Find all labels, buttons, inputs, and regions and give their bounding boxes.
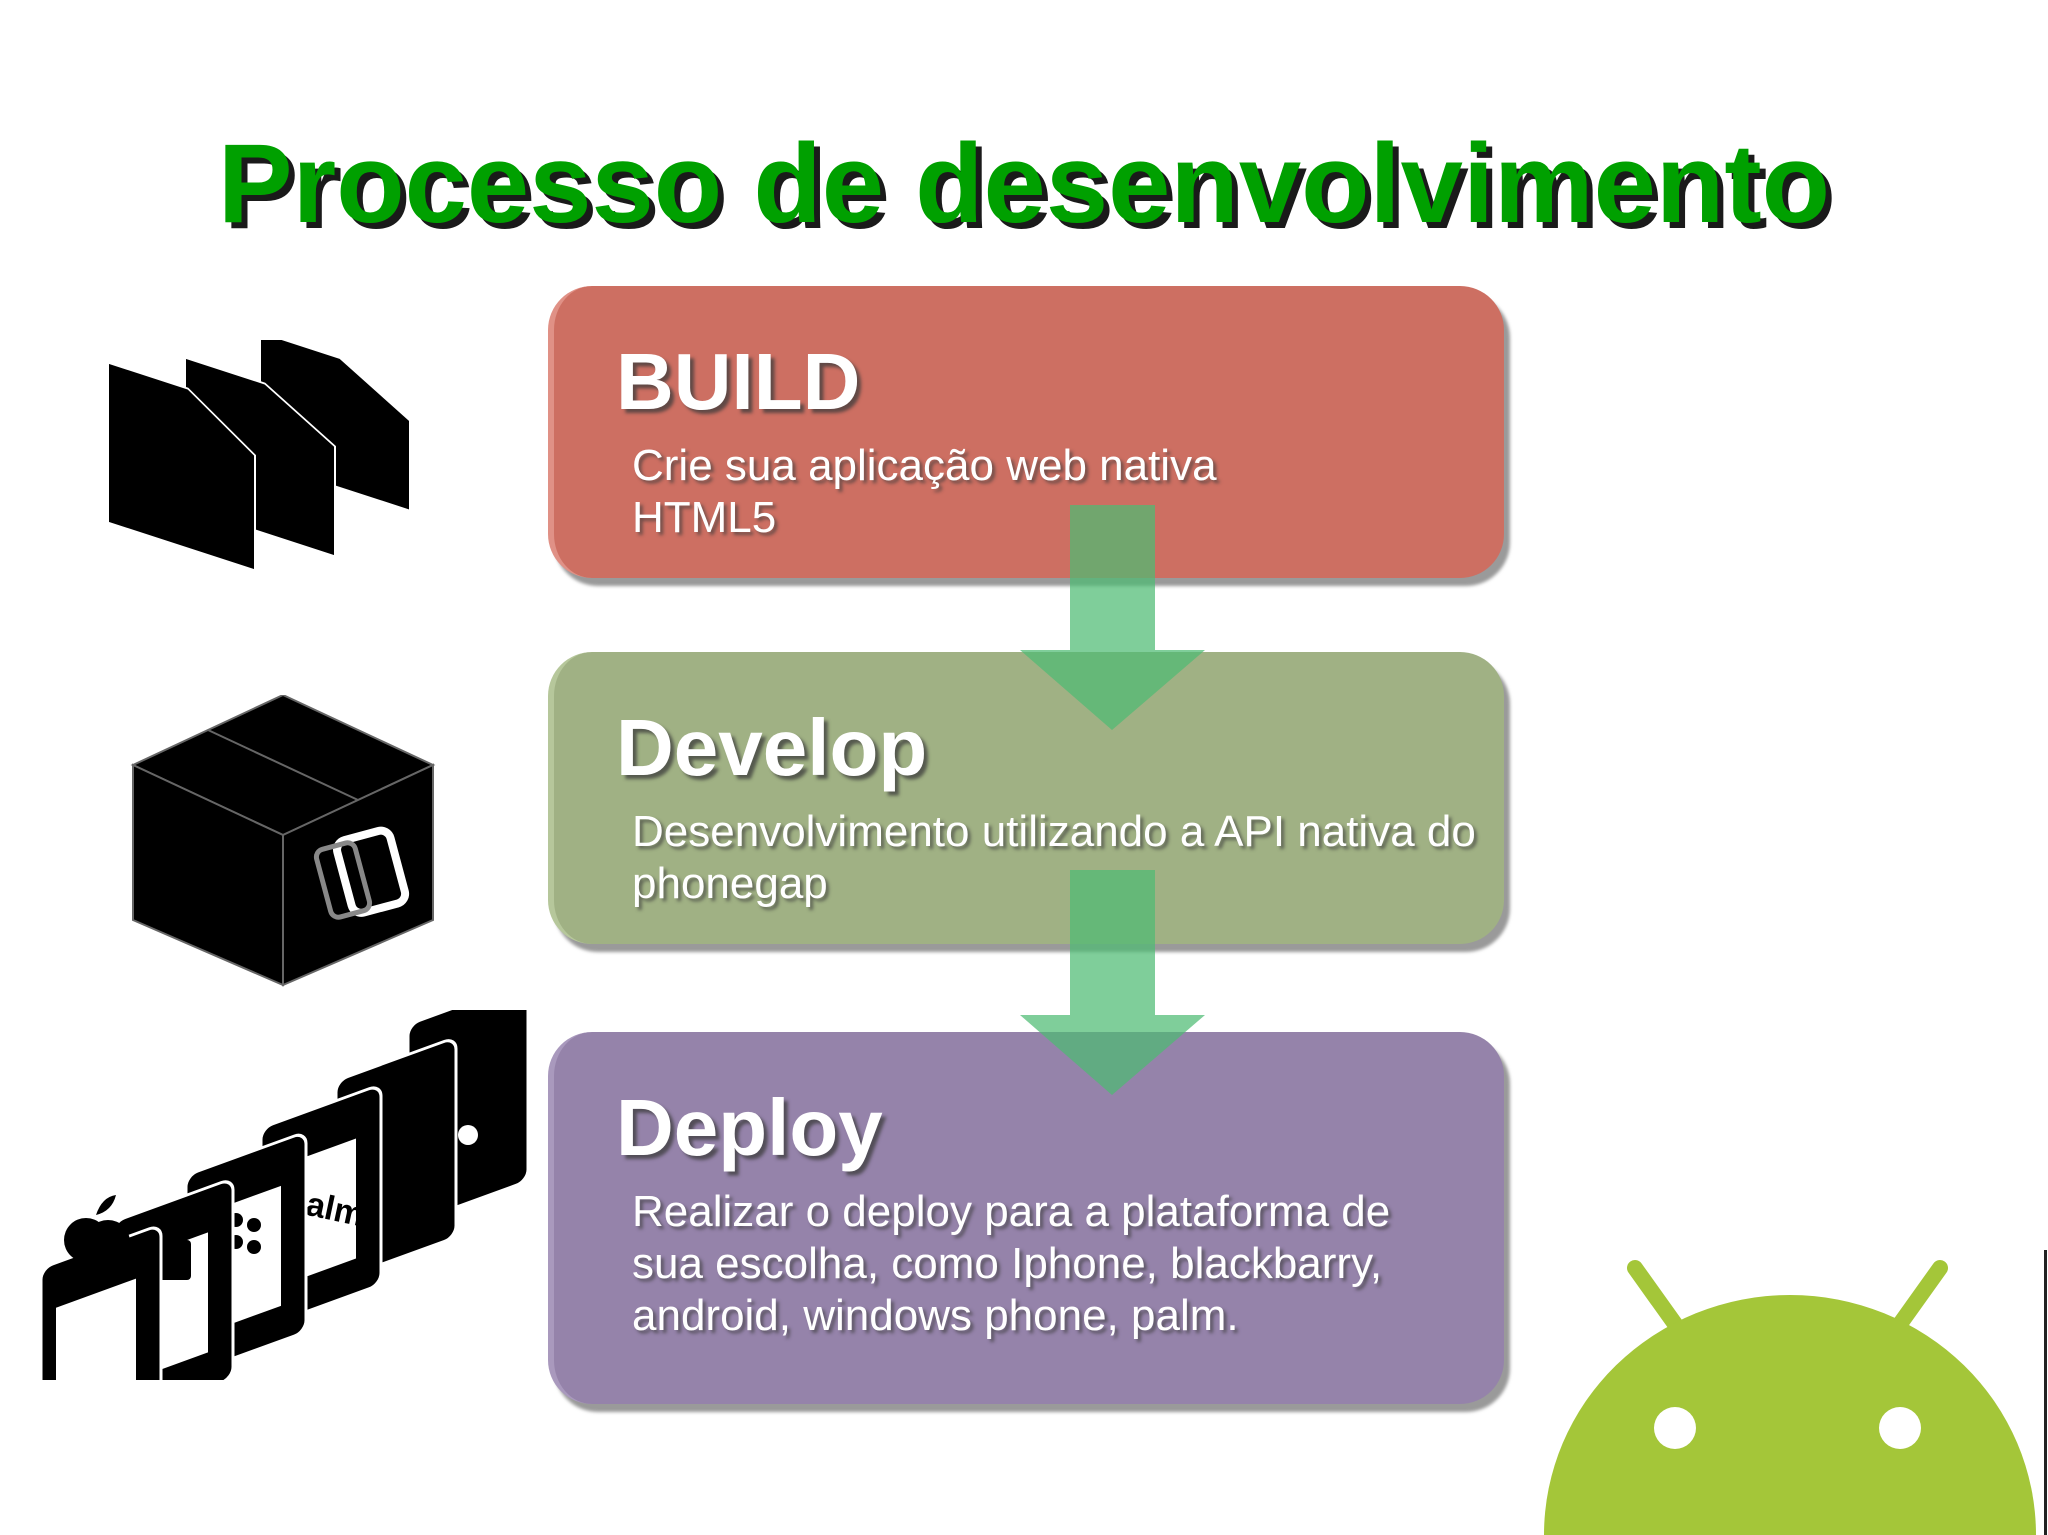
step-develop-heading: Develop (616, 703, 928, 792)
android-robot-icon (1544, 1260, 2036, 1535)
step-develop-description: Desenvolvimento utilizando a API nativa … (632, 807, 1476, 908)
step-build-description: Crie sua aplicação web nativa HTML5 (632, 441, 1217, 542)
step-deploy-description: Realizar o deploy para a plataforma de s… (632, 1187, 1391, 1340)
file-label-html: HTML (248, 571, 330, 624)
arrow-down-icon (1020, 870, 1205, 1095)
step-deploy: Deploy Realizar o deploy para a platafor… (548, 1032, 1504, 1404)
step-build-heading: BUILD (616, 337, 861, 426)
platform-icons: palm (39, 1010, 530, 1380)
web-files-icon: JavaScript HTML CSS (106, 340, 411, 624)
file-label-css: CSS (330, 541, 394, 588)
apple-icon (39, 1195, 163, 1380)
arrow-down-icon (1020, 505, 1205, 730)
step-deploy-heading: Deploy (616, 1083, 883, 1172)
step-build: BUILD Crie sua aplicação web nativa HTML… (548, 286, 1504, 578)
edge-line (2044, 1250, 2047, 1535)
step-develop: Develop Desenvolvimento utilizando a API… (548, 652, 1504, 944)
package-box-icon (130, 695, 436, 987)
slide-title: Processo de desenvolvimento (217, 121, 1831, 246)
